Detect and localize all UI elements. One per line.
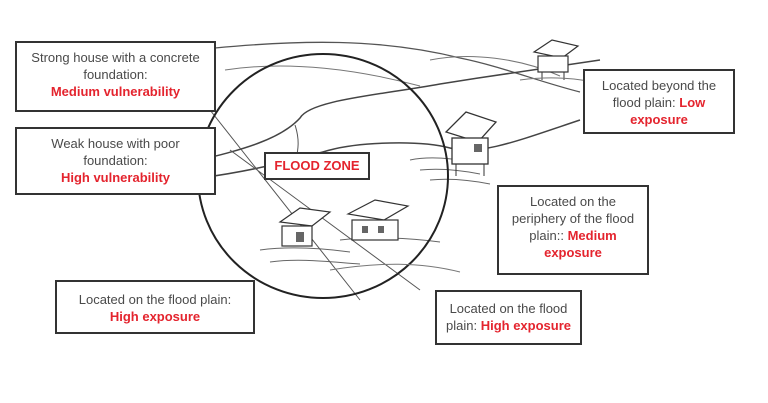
hill-line [224, 65, 421, 87]
callout-text: foundation: [83, 67, 148, 82]
callout-text: Weak house with poor [51, 136, 180, 151]
callout-on-plain-left: Located on the flood plain: High exposur… [55, 280, 255, 334]
callout-emphasis: High exposure [109, 309, 201, 324]
house-icon [278, 207, 332, 247]
callout-strong-house: Strong house with a concrete foundation:… [15, 41, 216, 112]
flood-zone-label: FLOOD ZONE [264, 152, 370, 180]
callout-emphasis: exposure [544, 245, 602, 260]
callout-text: Located on the [529, 194, 617, 209]
callout-weak-house: Weak house with poor foundation: High vu… [15, 127, 216, 195]
callout-text: flood plain: [612, 95, 680, 110]
callout-emphasis: High vulnerability [60, 170, 171, 185]
callout-periphery: Located on the periphery of the flood pl… [497, 185, 649, 275]
callout-text: periphery of the flood [511, 211, 635, 226]
house-icon [444, 111, 498, 176]
callout-emphasis: exposure [630, 112, 688, 127]
hill-line [214, 41, 581, 93]
callout-text: Located beyond the [601, 78, 717, 93]
callout-emphasis: Medium vulnerability [50, 84, 181, 99]
callout-text: plain:: [529, 228, 568, 243]
callout-on-plain-right: Located on the flood plain: High exposur… [435, 290, 582, 345]
callout-text: Strong house with a concrete [31, 50, 200, 65]
callout-beyond-plain: Located beyond the flood plain: Low expo… [583, 69, 735, 134]
callout-text: plain: [446, 318, 481, 333]
callout-emphasis: High exposure [480, 318, 571, 333]
callout-emphasis: Low [679, 95, 706, 110]
callout-text: Located on the flood plain: [78, 292, 232, 307]
slope-line [209, 109, 421, 301]
river-bank [199, 59, 601, 161]
callout-text: foundation: [83, 153, 148, 168]
callout-emphasis: Medium [567, 228, 617, 243]
house-icon [532, 39, 580, 80]
callout-text: Located on the flood [449, 301, 568, 316]
house-icon [346, 199, 410, 241]
